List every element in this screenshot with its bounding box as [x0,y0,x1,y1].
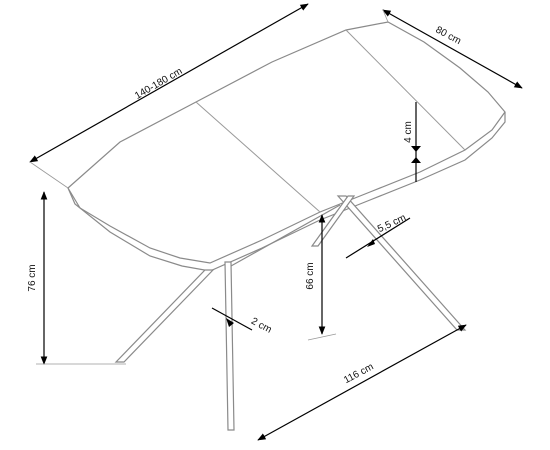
label-frame-width: 5,5 cm [376,212,408,235]
dimension-base-length: 116 cm [257,324,467,441]
table-top-outline [67,21,506,264]
label-base-length: 116 cm [342,361,375,386]
label-top-thickness: 4 cm [403,121,414,143]
dimension-height: 76 cm [27,191,126,365]
dimension-top-thickness: 4 cm [403,102,421,182]
label-leg-clearance: 66 cm [305,262,316,289]
dimension-leg-thickness: 2 cm [211,307,273,336]
label-width: 80 cm [434,25,463,47]
dimension-length: 140-180 cm [29,3,309,189]
label-height: 76 cm [27,264,38,291]
table-top [67,21,506,272]
leg-front-left [114,269,215,363]
label-leg-thickness: 2 cm [249,316,273,336]
table-legs [114,195,467,431]
label-length: 140-180 cm [133,66,184,102]
extension-seam-left [195,101,321,213]
table-top-edge [67,112,506,272]
leg-front-center [224,261,235,431]
extension-seam-right [345,29,466,151]
dimension-width: 80 cm [382,9,523,89]
